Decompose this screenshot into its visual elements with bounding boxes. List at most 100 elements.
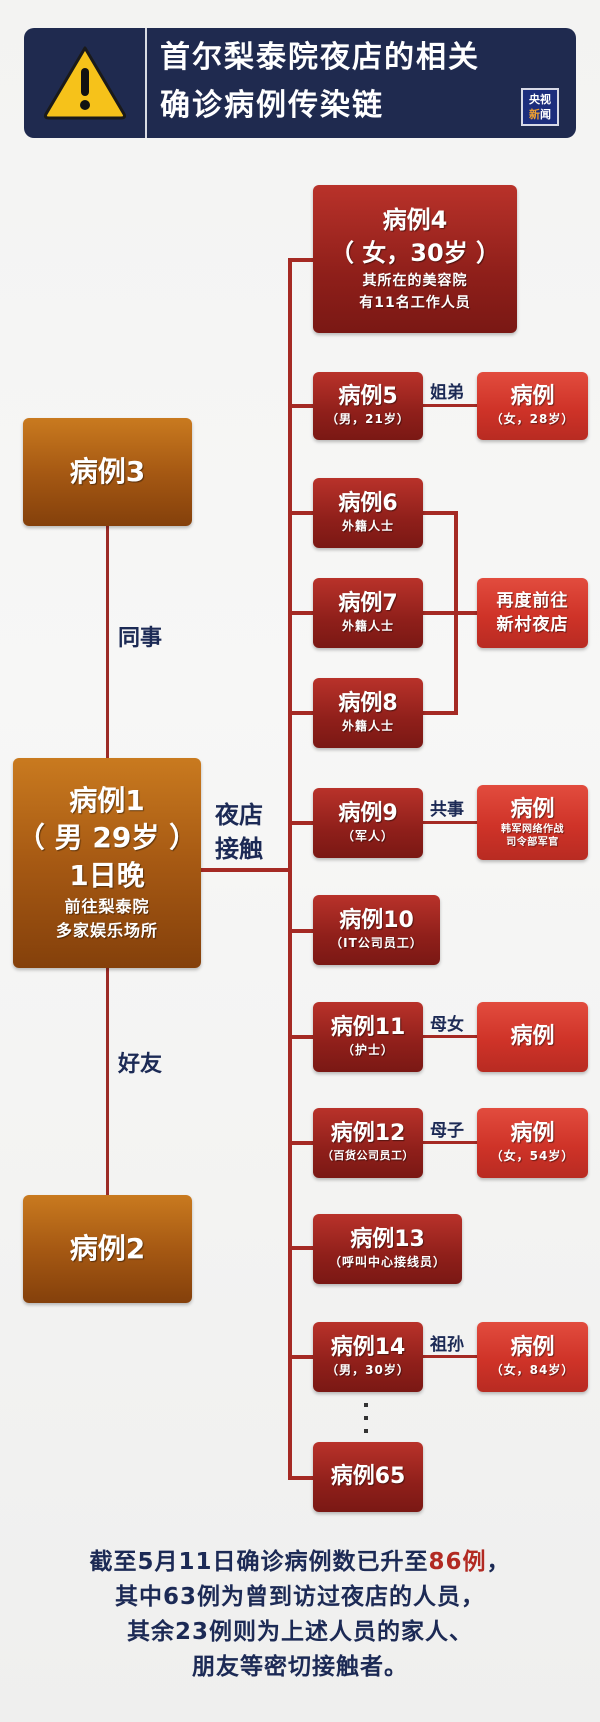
case-14-linked-label: 病例 xyxy=(510,1335,555,1360)
case-5-linked-detail: （女，28岁） xyxy=(490,412,575,426)
case-12-label: 病例12 xyxy=(330,1121,406,1146)
case-2-node: 病例2 xyxy=(23,1195,192,1303)
link-case8-bracket xyxy=(423,711,458,715)
case-10-node: 病例10 （IT公司员工） xyxy=(313,895,440,965)
summary-text: 截至5月11日确诊病例数已升至86例， 其中63例为曾到访过夜店的人员， 其余2… xyxy=(0,1545,600,1685)
case-1-node: 病例1 （ 男 29岁 ） 1日晚 前往梨泰院 多家娱乐场所 xyxy=(13,758,201,968)
warning-triangle-icon xyxy=(40,42,130,122)
case-11-node: 病例11 （护士） xyxy=(313,1002,423,1072)
case-8-node: 病例8 外籍人士 xyxy=(313,678,423,748)
header-divider xyxy=(145,28,147,138)
case-6-label: 病例6 xyxy=(338,491,398,516)
relation-nightclub-line2: 接触 xyxy=(215,835,263,863)
case-6-node: 病例6 外籍人士 xyxy=(313,478,423,548)
relation-mother-son: 母子 xyxy=(430,1121,464,1141)
connector-case1-case2 xyxy=(106,968,109,1195)
case-13-label: 病例13 xyxy=(350,1227,425,1252)
branch-case6 xyxy=(288,511,313,515)
link-case6-bracket xyxy=(423,511,458,515)
logo-line-1: 央视 xyxy=(529,93,551,106)
relation-siblings: 姐弟 xyxy=(430,383,464,403)
connector-case3-case1 xyxy=(106,526,109,758)
relation-mother-daughter: 母女 xyxy=(430,1015,464,1035)
case-14-label: 病例14 xyxy=(330,1335,406,1360)
branch-case13 xyxy=(288,1246,313,1250)
relation-friend: 好友 xyxy=(118,1052,163,1077)
link-case11-partner xyxy=(423,1035,477,1038)
summary-line-2: 其中63例为曾到访过夜店的人员， xyxy=(114,1584,485,1610)
case-12-node: 病例12 （百货公司员工） xyxy=(313,1108,423,1178)
revisit-sinchon-node: 再度前往 新村夜店 xyxy=(477,578,588,648)
revisit-line-1: 再度前往 xyxy=(496,591,569,611)
case-11-label: 病例11 xyxy=(330,1015,406,1040)
case-65-label: 病例65 xyxy=(330,1464,406,1489)
bracket-vertical xyxy=(454,511,458,715)
case-2-label: 病例2 xyxy=(69,1232,146,1265)
link-case12-partner xyxy=(423,1141,477,1144)
branch-case65 xyxy=(288,1476,313,1480)
case-13-node: 病例13 （呼叫中心接线员） xyxy=(313,1214,462,1284)
branch-case5 xyxy=(288,404,313,408)
link-case9-partner xyxy=(423,821,477,824)
case-12-linked-detail: （女，54岁） xyxy=(490,1149,575,1163)
case-12-linked-node: 病例 （女，54岁） xyxy=(477,1108,588,1178)
case-1-label: 病例1 xyxy=(69,784,145,817)
case-1-note-2: 多家娱乐场所 xyxy=(55,921,158,940)
connector-case1-trunk xyxy=(201,868,292,872)
branch-case14 xyxy=(288,1355,313,1359)
case-1-detail: （ 男 29岁 ） xyxy=(16,821,198,854)
link-case5-partner xyxy=(423,404,477,407)
relation-colleague: 同事 xyxy=(118,626,163,651)
case-3-label: 病例3 xyxy=(69,455,146,488)
branch-case4 xyxy=(288,258,313,262)
cctv-news-logo: 央视 新闻 xyxy=(521,88,559,126)
case-11-detail: （护士） xyxy=(341,1043,394,1057)
case-4-note-1: 其所在的美容院 xyxy=(362,273,468,289)
case-9-linked-node: 病例 韩军网络作战 司令部军官 xyxy=(477,785,588,860)
case-5-linked-label: 病例 xyxy=(510,384,555,409)
case-11-linked-label: 病例 xyxy=(510,1024,555,1049)
page-title: 首尔梨泰院夜店的相关 确诊病例传染链 xyxy=(160,34,480,130)
logo-line-2: 新闻 xyxy=(529,108,551,121)
case-6-detail: 外籍人士 xyxy=(341,519,394,533)
branch-case7 xyxy=(288,611,313,615)
case-11-linked-node: 病例 xyxy=(477,1002,588,1072)
case-9-label: 病例9 xyxy=(338,801,398,826)
relation-nightclub-contact: 夜店 接触 xyxy=(215,798,263,866)
case-14-linked-detail: （女，84岁） xyxy=(490,1363,575,1377)
case-9-linked-detail-1: 韩军网络作战 xyxy=(501,823,564,835)
case-9-linked-detail-2: 司令部军官 xyxy=(506,836,559,848)
case-3-node: 病例3 xyxy=(23,418,192,526)
case-5-detail: （男，21岁） xyxy=(326,412,410,426)
case-14-detail: （男，30岁） xyxy=(326,1363,410,1377)
highlight-count: 86例 xyxy=(428,1549,487,1575)
summary-line-1: 截至5月11日确诊病例数已升至86例， xyxy=(89,1549,511,1575)
case-10-label: 病例10 xyxy=(339,908,414,933)
case-65-node: 病例65 xyxy=(313,1442,423,1512)
summary-line-3: 其余23例则为上述人员的家人、 xyxy=(126,1619,473,1645)
case-9-detail: （军人） xyxy=(341,829,394,843)
case-7-label: 病例7 xyxy=(338,591,398,616)
title-line-2: 确诊病例传染链 xyxy=(160,88,384,123)
title-line-1: 首尔梨泰院夜店的相关 xyxy=(160,40,480,75)
case-4-label: 病例4 xyxy=(382,206,448,234)
branch-case12 xyxy=(288,1141,313,1145)
case-14-node: 病例14 （男，30岁） xyxy=(313,1322,423,1392)
case-13-detail: （呼叫中心接线员） xyxy=(328,1255,446,1269)
case-9-linked-label: 病例 xyxy=(510,796,555,822)
header-banner xyxy=(24,28,576,138)
trunk-line xyxy=(288,258,292,1480)
case-4-node: 病例4 （ 女，30岁 ） 其所在的美容院 有11名工作人员 xyxy=(313,185,517,333)
link-case7-bracket xyxy=(423,611,477,615)
case-10-detail: （IT公司员工） xyxy=(330,936,423,950)
case-14-linked-node: 病例 （女，84岁） xyxy=(477,1322,588,1392)
case-4-detail: （ 女，30岁 ） xyxy=(329,239,501,267)
branch-case11 xyxy=(288,1035,313,1039)
case-5-label: 病例5 xyxy=(338,384,398,409)
branch-case8 xyxy=(288,711,313,715)
case-5-linked-node: 病例 （女，28岁） xyxy=(477,372,588,440)
ellipsis-icon xyxy=(364,1403,369,1442)
case-12-detail: （百货公司员工） xyxy=(322,1149,414,1162)
relation-nightclub-line1: 夜店 xyxy=(215,801,263,829)
case-1-note-1: 前往梨泰院 xyxy=(64,897,150,916)
